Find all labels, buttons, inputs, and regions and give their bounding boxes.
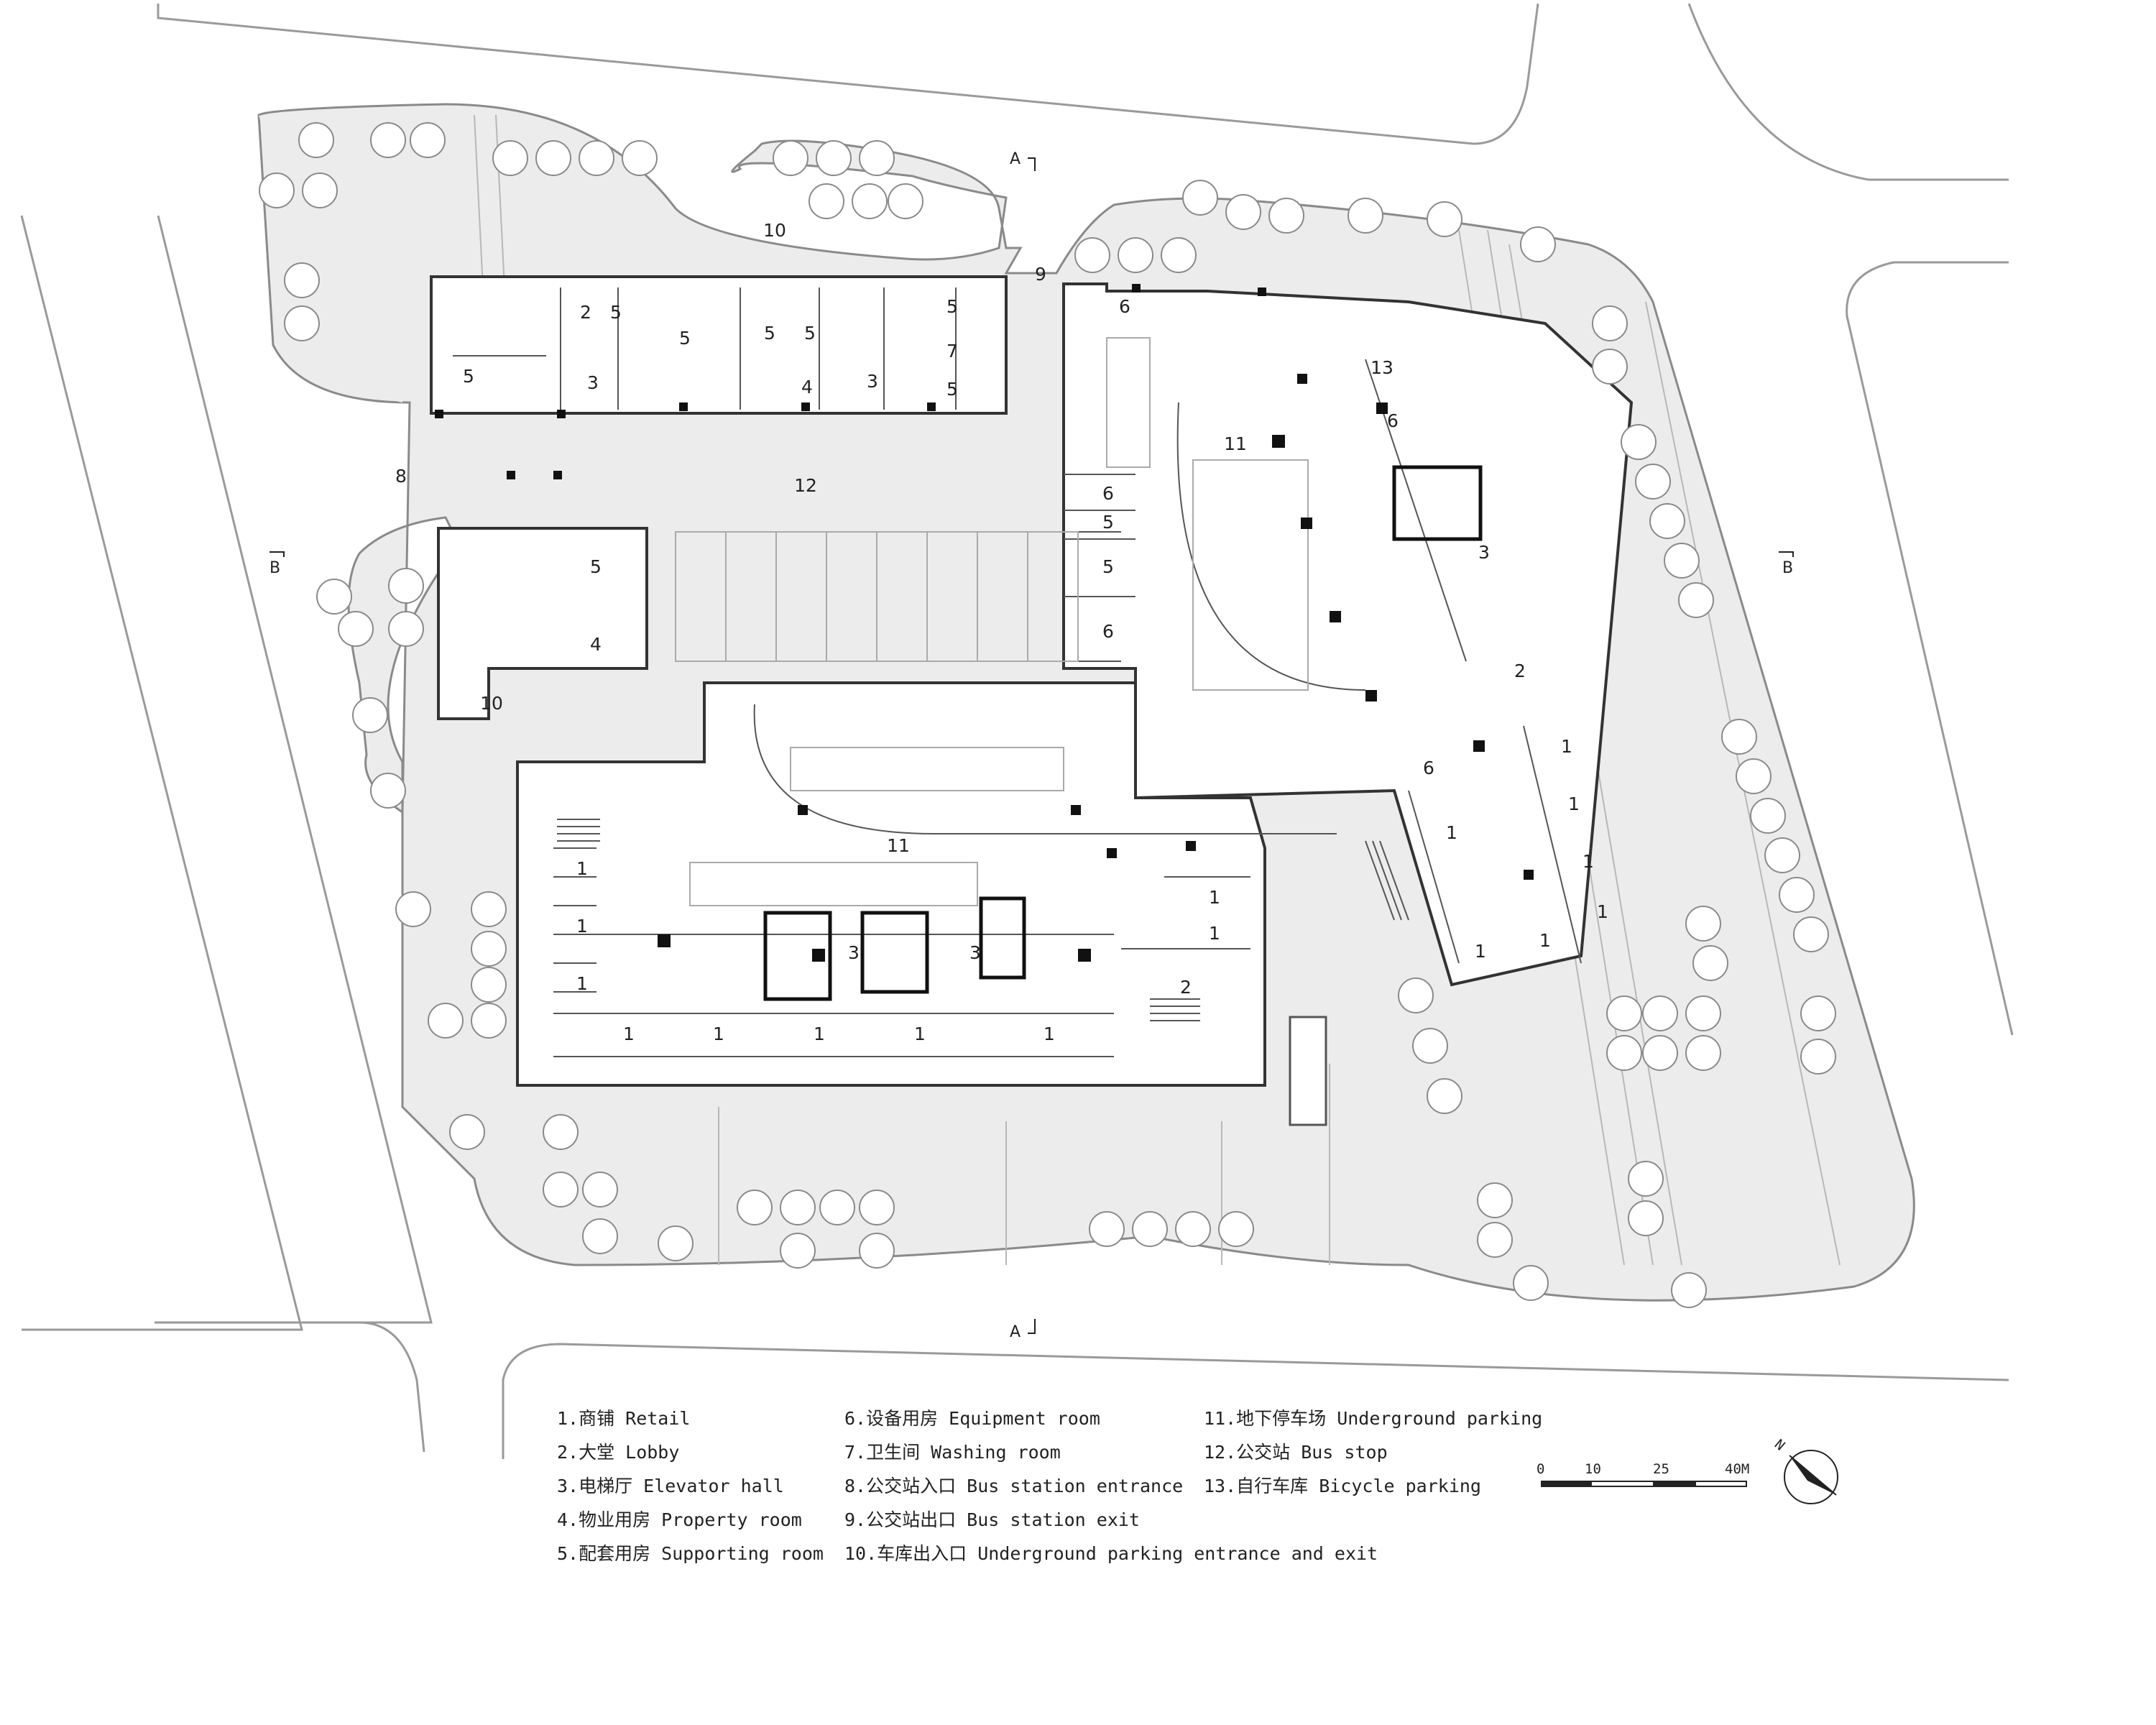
- legend-item: 8.公交站入口 Bus station entrance: [844, 1476, 1184, 1496]
- room-label: 1: [713, 1024, 724, 1044]
- room-label: 3: [867, 371, 878, 392]
- room-label: 3: [587, 372, 599, 393]
- room-label: 5: [610, 302, 622, 323]
- scale-bar: 0 10 25 40M: [1537, 1461, 1749, 1487]
- road-outlines: [20, 3, 2014, 1459]
- scale-tick: 40M: [1725, 1461, 1749, 1477]
- room-label: 6: [1423, 758, 1434, 778]
- room-label: 2: [1180, 977, 1192, 998]
- room-label: 4: [801, 377, 813, 397]
- room-label: 5: [946, 296, 958, 317]
- room-label: 6: [1119, 296, 1130, 317]
- room-label: 5: [804, 323, 816, 344]
- north-label: N: [1772, 1436, 1788, 1453]
- legend-item: 1.商铺 Retail: [557, 1408, 691, 1429]
- legend-item: 7.卫生间 Washing room: [844, 1442, 1061, 1463]
- section-mark-a-bottom: A: [1010, 1323, 1021, 1341]
- room-label: 1: [576, 916, 588, 937]
- room-label: 12: [794, 475, 817, 496]
- room-label: 3: [1478, 542, 1490, 563]
- legend-item: 4.物业用房 Property room: [557, 1509, 802, 1530]
- room-label: 1: [1583, 851, 1594, 872]
- elevator-cores: [763, 465, 1483, 1001]
- room-label: 5: [679, 328, 691, 349]
- room-label: 9: [1035, 264, 1046, 285]
- room-label: 1: [1209, 923, 1220, 944]
- room-label: 5: [590, 556, 602, 577]
- room-label: 1: [1209, 887, 1220, 908]
- legend-item: 6.设备用房 Equipment room: [844, 1408, 1100, 1429]
- section-mark-b-left: B: [270, 559, 280, 577]
- legend-item: 3.电梯厅 Elevator hall: [557, 1476, 784, 1496]
- room-label: 3: [969, 942, 981, 963]
- legend-item: 2.大堂 Lobby: [557, 1442, 680, 1463]
- room-label: 1: [1044, 1024, 1055, 1044]
- room-label: 5: [1102, 512, 1114, 533]
- legend-item: 9.公交站出口 Bus station exit: [844, 1509, 1140, 1530]
- room-label: 4: [590, 634, 602, 655]
- room-label: 1: [1539, 930, 1551, 951]
- room-label: 10: [763, 220, 786, 241]
- legend-column-1: 1.商铺 Retail 2.大堂 Lobby 3.电梯厅 Elevator ha…: [557, 1402, 824, 1570]
- room-label: 1: [914, 1024, 926, 1044]
- room-label: 2: [1514, 661, 1526, 681]
- room-label: 11: [1224, 433, 1247, 454]
- room-label: 5: [946, 379, 958, 400]
- room-label: 11: [887, 835, 910, 856]
- room-label: 1: [1597, 901, 1608, 922]
- scale-tick: 0: [1537, 1461, 1544, 1477]
- room-label: 1: [1568, 794, 1580, 814]
- water-feature: [1289, 1016, 1327, 1126]
- room-label: 5: [1102, 556, 1114, 577]
- legend-item: 11.地下停车场 Underground parking: [1204, 1408, 1543, 1429]
- room-label: 1: [1446, 822, 1457, 843]
- room-label: 6: [1102, 483, 1114, 504]
- room-label: 8: [395, 466, 407, 487]
- legend-item: 5.配套用房 Supporting room: [557, 1543, 824, 1564]
- room-labels: 1 1 1 1 1 1 1 1 1 1 1 1 1 1 1 1 1 2 2 2 …: [395, 220, 1608, 1044]
- room-label: 1: [576, 858, 588, 879]
- room-label: 3: [848, 942, 860, 963]
- trees: [259, 122, 1836, 1308]
- legend-column-3: 11.地下停车场 Underground parking 12.公交站 Bus …: [1204, 1402, 1542, 1503]
- room-label: 5: [764, 323, 775, 344]
- legend-item: 13.自行车库 Bicycle parking: [1204, 1476, 1481, 1496]
- room-label: 10: [480, 693, 503, 714]
- room-label: 6: [1102, 621, 1114, 642]
- room-label: 7: [946, 341, 958, 362]
- structural-columns: [435, 284, 1534, 962]
- room-label: 1: [1561, 736, 1572, 757]
- section-mark-a-top: A: [1010, 150, 1021, 168]
- stairs: [557, 819, 1409, 1021]
- scale-tick: 10: [1585, 1461, 1601, 1477]
- building-footprint: [430, 275, 1634, 1087]
- section-markers: [270, 157, 1794, 1334]
- parking-stalls: [675, 337, 1309, 906]
- room-label: 1: [1475, 941, 1486, 962]
- room-label: 13: [1370, 357, 1393, 378]
- room-label: 1: [576, 973, 588, 994]
- section-mark-b-right: B: [1782, 559, 1793, 577]
- legend-item: 12.公交站 Bus stop: [1204, 1442, 1388, 1463]
- legend-column-2: 6.设备用房 Equipment room 7.卫生间 Washing room…: [844, 1402, 1378, 1570]
- room-label: 2: [580, 302, 591, 323]
- room-label: 6: [1387, 410, 1399, 431]
- legend-item: 10.车库出入口 Underground parking entrance an…: [844, 1543, 1378, 1564]
- room-label: 1: [623, 1024, 635, 1044]
- room-label: 5: [463, 366, 474, 387]
- room-label: 1: [814, 1024, 825, 1044]
- north-arrow-icon: N: [1772, 1436, 1838, 1504]
- scale-tick: 25: [1653, 1461, 1669, 1477]
